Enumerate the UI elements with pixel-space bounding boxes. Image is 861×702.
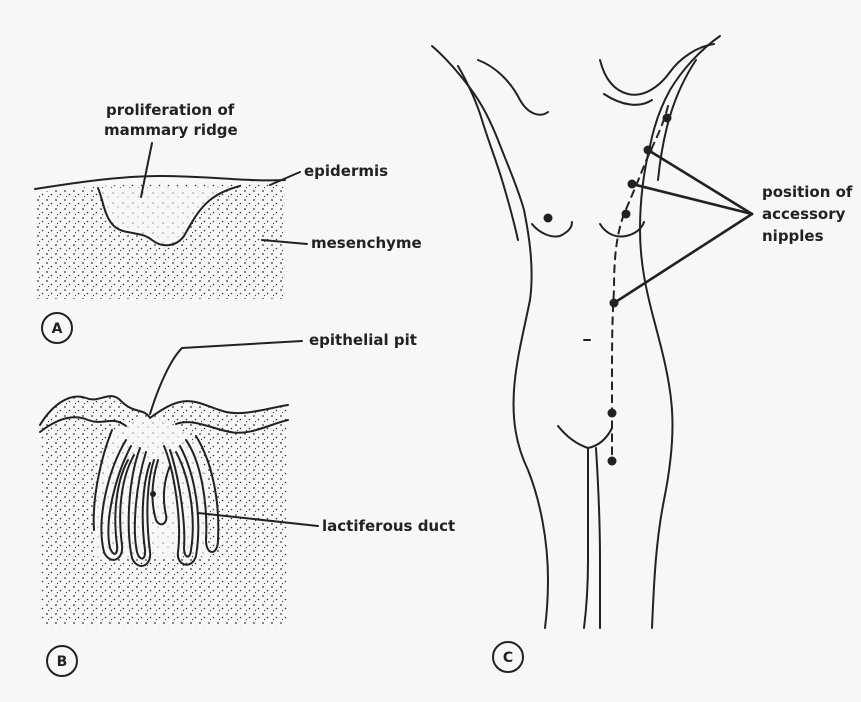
- label-mesenchyme: mesenchyme: [311, 234, 422, 252]
- label-lactiferous-duct: lactiferous duct: [322, 517, 455, 535]
- svg-text:A: A: [52, 321, 63, 337]
- label-epithelial-pit: epithelial pit: [309, 331, 417, 349]
- female-torso-outline: [432, 36, 720, 628]
- panel-letter-b: B: [47, 646, 77, 676]
- panel-letter-a: A: [42, 313, 72, 343]
- svg-text:C: C: [503, 650, 513, 666]
- label-ridge-line1: proliferation of: [106, 101, 235, 119]
- label-position-of: position of: [762, 183, 853, 201]
- label-ridge-line2: mammary ridge: [104, 121, 238, 139]
- nipple-pointer-lines: [614, 150, 752, 303]
- panel-letter-c: C: [493, 642, 523, 672]
- svg-text:B: B: [57, 654, 68, 670]
- panel-b: epithelial pit lactiferous duct B: [40, 331, 455, 676]
- label-epidermis: epidermis: [304, 162, 388, 180]
- panel-c: position of accessory nipples C: [432, 36, 853, 672]
- label-accessory: accessory: [762, 205, 846, 223]
- accessory-nipple-dots: [544, 114, 672, 466]
- panel-a: proliferation of mammary ridge epidermis…: [35, 101, 422, 343]
- label-nipples: nipples: [762, 227, 824, 245]
